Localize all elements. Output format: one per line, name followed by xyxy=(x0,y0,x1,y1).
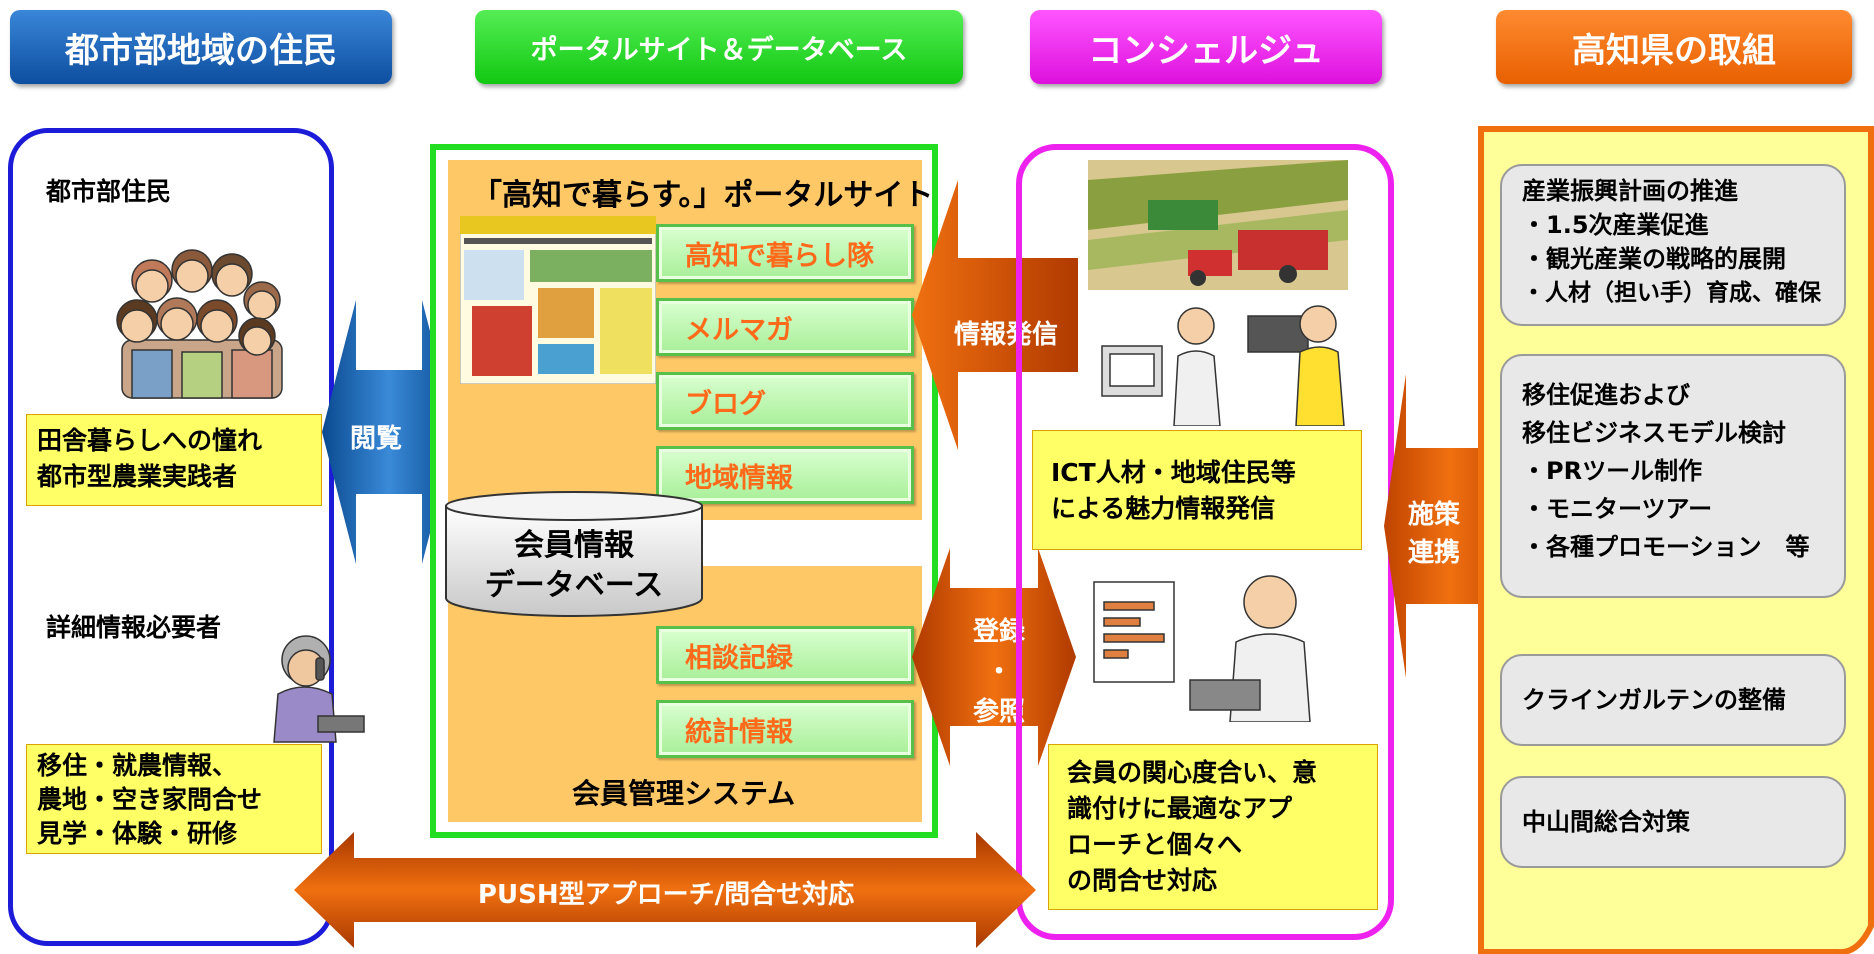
header-concierge: コンシェルジュ xyxy=(1030,10,1382,84)
kochi-box-migration-line-4: ・モニターツアー xyxy=(1522,495,1713,523)
ict-workers-illustration xyxy=(1101,305,1345,426)
policy-label-line-1: 施策 xyxy=(1408,500,1461,530)
residents-panel xyxy=(8,128,334,946)
detail-info-box: 移住・就農情報、 農地・空き家問合せ 見学・体験・研修 xyxy=(26,744,322,854)
member-interest-line-2: 識付けに最適なアプ xyxy=(1067,794,1293,823)
kochi-box-industry-line-1: 産業振興計画の推進 xyxy=(1522,177,1738,205)
header-kochi-label: 高知県の取組 xyxy=(1572,30,1776,71)
elderly-person-illustration xyxy=(273,635,365,743)
kochi-box-migration-line-2: 移住ビジネスモデル検討 xyxy=(1522,419,1786,447)
portal-button-mailmagazine[interactable]: メルマガ xyxy=(656,298,914,356)
browse-arrow xyxy=(322,300,456,564)
ict-info-line-2: による魅力情報発信 xyxy=(1051,494,1276,523)
kochi-box-migration-line-5: ・各種プロモーション 等 xyxy=(1522,533,1810,561)
detail-info-line-3: 見学・体験・研修 xyxy=(37,819,238,848)
kochi-box-industry-line-3: ・観光産業の戦略的展開 xyxy=(1522,245,1786,273)
portal-button-kochi-kurashitai[interactable]: 高知で暮らし隊 xyxy=(656,224,914,282)
kochi-box-industry: 産業振興計画の推進 ・1.5次産業促進 ・観光産業の戦略的展開 ・人材（担い手）… xyxy=(1500,164,1846,326)
member-button-statistics[interactable]: 統計情報 xyxy=(656,700,914,758)
portal-site-title: 「高知で暮らす。」ポータルサイト xyxy=(472,178,934,213)
aspiration-box: 田舎暮らしへの憧れ 都市型農業実践者 xyxy=(26,414,322,506)
policy-label: 施策 連携 xyxy=(1408,496,1460,572)
urban-residents-label: 都市部住民 xyxy=(46,177,172,206)
member-interest-line-4: の問合せ対応 xyxy=(1067,866,1218,895)
kochi-box-mountain: 中山間総合対策 xyxy=(1500,776,1846,868)
push-arrow xyxy=(294,832,1036,948)
member-interest-line-3: ローチと個々へ xyxy=(1067,830,1243,859)
detail-info-line-1: 移住・就農情報、 xyxy=(37,751,238,780)
detail-needers-label: 詳細情報必要者 xyxy=(46,613,222,642)
header-portal: ポータルサイト＆データベース xyxy=(475,10,963,84)
kochi-box-kleingarten-label: クラインガルテンの整備 xyxy=(1522,686,1786,714)
info-send-label: 情報発信 xyxy=(954,320,1059,350)
portal-button-blog[interactable]: ブログ xyxy=(656,372,914,430)
aspiration-line-2: 都市型農業実践者 xyxy=(37,462,238,491)
header-portal-label: ポータルサイト＆データベース xyxy=(530,34,908,66)
detail-info-line-2: 農地・空き家問合せ xyxy=(37,785,263,814)
farm-illustration xyxy=(1088,160,1348,290)
kochi-box-migration: 移住促進および 移住ビジネスモデル検討 ・PRツール制作 ・モニターツアー ・各… xyxy=(1500,354,1846,598)
header-residents-label: 都市部地域の住民 xyxy=(65,30,337,71)
aspiration-line-1: 田舎暮らしへの憧れ xyxy=(37,426,263,455)
phone-operator-illustration xyxy=(1093,575,1311,722)
database-cylinder xyxy=(445,491,703,617)
kochi-box-migration-line-3: ・PRツール制作 xyxy=(1522,457,1703,485)
kochi-box-industry-line-4: ・人材（担い手）育成、確保 xyxy=(1522,280,1821,306)
browse-arrow-label: 閲覧 xyxy=(350,424,403,454)
database-label-line-1: 会員情報 xyxy=(514,528,634,563)
info-send-arrow xyxy=(912,180,1078,450)
push-label: PUSH型アプローチ/問合せ対応 xyxy=(477,880,855,910)
header-residents: 都市部地域の住民 xyxy=(10,10,392,84)
kochi-box-mountain-label: 中山間総合対策 xyxy=(1522,808,1690,836)
ict-info-box: ICT人材・地域住民等 による魅力情報発信 xyxy=(1032,430,1362,550)
member-system-label: 会員管理システム xyxy=(572,777,796,810)
kochi-box-kleingarten: クラインガルテンの整備 xyxy=(1500,654,1846,746)
portal-site-thumbnail xyxy=(460,216,656,384)
crowd-illustration xyxy=(116,249,283,399)
policy-label-line-2: 連携 xyxy=(1408,538,1461,568)
database-label-line-2: データベース xyxy=(484,568,664,603)
register-refer-arrow xyxy=(912,548,1076,766)
member-interest-box: 会員の関心度合い、意 識付けに最適なアプ ローチと個々へ の問合せ対応 xyxy=(1048,744,1378,910)
header-concierge-label: コンシェルジュ xyxy=(1088,30,1324,71)
register-dot: ・ xyxy=(985,657,1012,687)
portal-button-regional-info[interactable]: 地域情報 xyxy=(656,446,914,504)
kochi-box-migration-line-1: 移住促進および xyxy=(1522,381,1690,409)
member-button-consultation-log[interactable]: 相談記録 xyxy=(656,626,914,684)
database-label: 会員情報 データベース xyxy=(444,526,704,606)
member-interest-line-1: 会員の関心度合い、意 xyxy=(1067,758,1318,787)
header-kochi: 高知県の取組 xyxy=(1496,10,1852,84)
kochi-box-industry-line-2: ・1.5次産業促進 xyxy=(1522,211,1709,239)
ict-info-line-1: ICT人材・地域住民等 xyxy=(1051,458,1296,487)
